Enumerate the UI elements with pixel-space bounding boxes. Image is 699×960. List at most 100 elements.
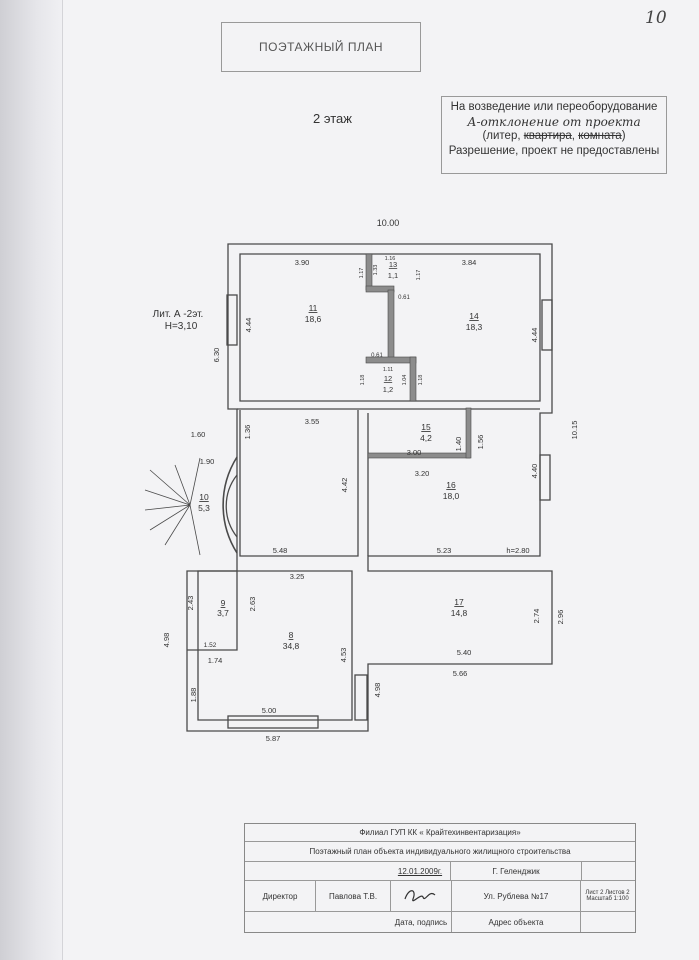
stamp-row-3: Дата, подпись Адрес объекта bbox=[245, 911, 635, 932]
dim-118a: 1.18 bbox=[360, 375, 366, 386]
room-9-num: 9 bbox=[221, 598, 226, 608]
room-13-num: 13 bbox=[389, 260, 397, 269]
permit-handwritten: А-отклонение от проекта bbox=[467, 115, 641, 129]
dim-160: 1.60 bbox=[191, 430, 206, 439]
lit-line-2: H=3,10 bbox=[165, 321, 198, 332]
stair-steps bbox=[144, 457, 201, 556]
dim-384: 3.84 bbox=[462, 258, 477, 267]
dim-140: 1.40 bbox=[454, 437, 463, 452]
dim-300: 3.00 bbox=[407, 448, 422, 457]
stamp-address-label: Адрес объекта bbox=[452, 912, 581, 932]
dim-111: 1.11 bbox=[383, 367, 393, 373]
dim-174: 1.74 bbox=[208, 656, 223, 665]
window-w1 bbox=[226, 294, 238, 346]
room-15-num: 15 bbox=[421, 422, 431, 432]
dim-442: 4.42 bbox=[340, 478, 349, 493]
dim-190: 1.90 bbox=[200, 457, 215, 466]
dim-390: 3.90 bbox=[295, 258, 310, 267]
binding-edge bbox=[0, 0, 62, 960]
window-e2 bbox=[539, 454, 551, 501]
room-10-area: 5,3 bbox=[198, 503, 210, 513]
window-8 bbox=[354, 674, 368, 721]
document-sheet bbox=[62, 0, 699, 960]
stamp-row-2: Директор Павлова Т.В. Ул. Рублева №17 Ли… bbox=[245, 880, 635, 911]
dim-325: 3.25 bbox=[290, 572, 305, 581]
window-s1 bbox=[227, 715, 319, 729]
room-10-num: 10 bbox=[199, 492, 209, 502]
permit-line-4: Разрешение, проект не предоставлены bbox=[448, 145, 660, 157]
dim-117b: 1.17 bbox=[416, 270, 422, 281]
stamp-date: 12.01.2009г. bbox=[390, 862, 451, 880]
dim-188: 1.88 bbox=[189, 688, 198, 703]
stamp-doc: Поэтажный план объекта индивидуального ж… bbox=[245, 842, 635, 862]
dim-1015: 10.15 bbox=[570, 421, 579, 440]
dim-152: 1.52 bbox=[204, 642, 217, 649]
stamp-city: Г. Геленджик bbox=[451, 862, 582, 880]
stamp-role: Директор bbox=[245, 881, 316, 911]
wall-13-bottom bbox=[365, 285, 395, 293]
dim-243: 2.43 bbox=[186, 596, 195, 611]
dim-355: 3.55 bbox=[305, 417, 320, 426]
permit-line-3: (литер, квартира, комната) bbox=[482, 130, 626, 142]
window-e1 bbox=[541, 299, 553, 351]
dim-274: 2.74 bbox=[532, 609, 541, 624]
room-left-middle bbox=[239, 410, 359, 557]
signature-mark bbox=[404, 890, 436, 902]
dim-540: 5.40 bbox=[457, 648, 472, 657]
dim-320: 3.20 bbox=[415, 469, 430, 478]
dim-630: 6.30 bbox=[212, 348, 221, 363]
room-12-area: 1,2 bbox=[383, 385, 393, 394]
room-9-wall bbox=[187, 571, 238, 651]
dim-118b: 1.18 bbox=[418, 375, 424, 386]
room-14-area: 18,3 bbox=[466, 322, 483, 332]
dim-104: 1.04 bbox=[402, 375, 408, 386]
room-11-area: 18,6 bbox=[305, 314, 322, 324]
signature bbox=[391, 881, 452, 911]
dim-h280: h=2.80 bbox=[506, 546, 529, 555]
stamp-org: Филиал ГУП КК « Крайтехинвентаризация» bbox=[245, 824, 635, 842]
room-15-area: 4,2 bbox=[420, 433, 432, 443]
dim-296: 2.96 bbox=[556, 610, 565, 625]
dim-523: 5.23 bbox=[437, 546, 452, 555]
dim-453: 4.53 bbox=[339, 648, 348, 663]
dim-548: 5.48 bbox=[273, 546, 288, 555]
room-17-area: 14,8 bbox=[451, 608, 468, 618]
permit-line-1: На возведение или переоборудование bbox=[450, 101, 658, 113]
dim-498a: 4.98 bbox=[162, 633, 171, 648]
room-12-num: 12 bbox=[384, 374, 392, 383]
wall-15-right bbox=[465, 407, 472, 459]
stamp-sheet-info: Лист 2 Листов 2 Масштаб 1:100 bbox=[585, 890, 630, 902]
dim-117a: 1.17 bbox=[359, 268, 365, 279]
dim-136: 1.36 bbox=[243, 425, 252, 440]
dim-440: 4.40 bbox=[530, 464, 539, 479]
room-8-wall bbox=[197, 570, 353, 721]
wall-13-left bbox=[365, 253, 373, 291]
exterior-wall bbox=[186, 243, 553, 732]
dim-587: 5.87 bbox=[266, 734, 281, 743]
stair-outer bbox=[222, 456, 238, 554]
room-9-area: 3,7 bbox=[217, 608, 229, 618]
lit-line-1: Лит. А -2эт. bbox=[153, 309, 204, 320]
stamp-date-label: Дата, подпись bbox=[391, 912, 452, 932]
dim-133: 1.33 bbox=[373, 265, 379, 276]
dim-061a: 0.61 bbox=[398, 295, 410, 301]
dim-061b: 0.61 bbox=[371, 353, 383, 359]
floor-label: 2 этаж bbox=[313, 111, 352, 126]
dim-263: 2.63 bbox=[248, 597, 257, 612]
wall-12-right bbox=[409, 356, 417, 402]
dim-500: 5.00 bbox=[262, 706, 277, 715]
page-number: 10 bbox=[645, 8, 667, 28]
stair-inner bbox=[225, 474, 238, 538]
room-8-area: 34,8 bbox=[283, 641, 300, 651]
wall-spine bbox=[387, 289, 395, 361]
dim-444a: 4.44 bbox=[244, 318, 253, 333]
room-11-num: 11 bbox=[309, 303, 318, 313]
stamp-name: Павлова Т.В. bbox=[316, 881, 391, 911]
room-8-num: 8 bbox=[289, 630, 294, 640]
title-block-stamp: Филиал ГУП КК « Крайтехинвентаризация» П… bbox=[244, 823, 636, 933]
dim-444b: 4.44 bbox=[530, 328, 539, 343]
dim-498b: 4.98 bbox=[373, 683, 382, 698]
dim-top-total: 10.00 bbox=[377, 218, 400, 228]
dim-566: 5.66 bbox=[453, 669, 468, 678]
